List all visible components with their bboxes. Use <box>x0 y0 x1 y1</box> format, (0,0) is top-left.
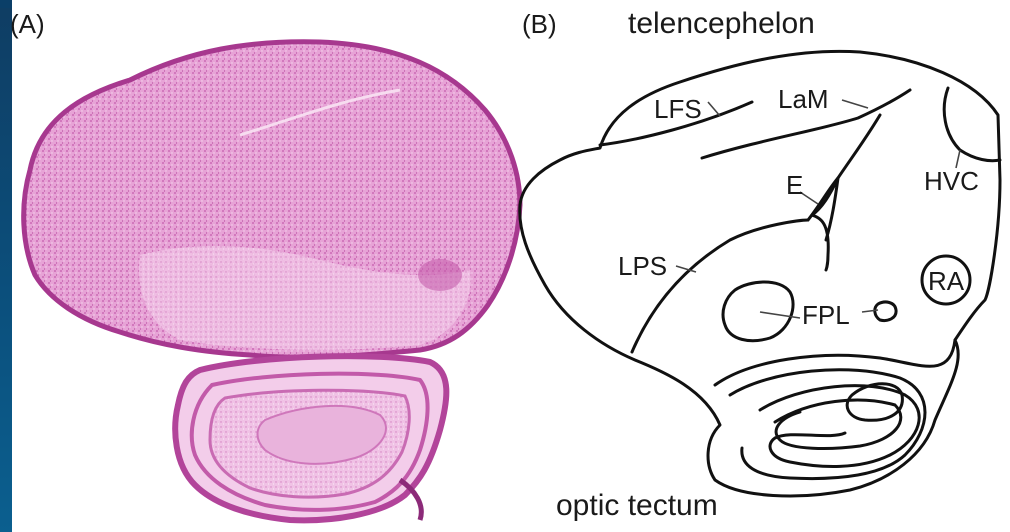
tectum-ring-mid <box>760 386 919 467</box>
optic-tectum-histology-section <box>175 356 446 520</box>
hvc-line <box>944 88 1000 161</box>
label-lps: LPS <box>618 251 667 281</box>
label-e: E <box>786 170 803 200</box>
entopallium-outline <box>812 178 838 270</box>
fpl-leader <box>760 312 800 318</box>
optic-tectum-title: optic tectum <box>556 489 718 522</box>
telencephalon-histology-section <box>24 42 520 358</box>
label-ra: RA <box>928 266 965 296</box>
lam-leader <box>842 100 868 108</box>
tectum-upper-boundary <box>715 340 955 385</box>
label-hvc: HVC <box>924 166 979 196</box>
panel-b-label: (B) <box>522 9 557 39</box>
fpl-outline <box>723 282 793 341</box>
label-fpl: FPL <box>802 300 850 330</box>
lamina-branch-line <box>808 115 880 220</box>
label-lam: LaM <box>778 84 829 114</box>
fpl-small-nucleus <box>875 302 896 321</box>
lfs-leader <box>708 102 720 116</box>
tectum-ring-inner <box>775 400 901 448</box>
panel-a-label: (A) <box>10 9 45 39</box>
telencephelon-title: telencephelon <box>628 7 815 40</box>
label-lfs: LFS <box>654 94 702 124</box>
dense-nucleus-spot <box>418 259 462 291</box>
